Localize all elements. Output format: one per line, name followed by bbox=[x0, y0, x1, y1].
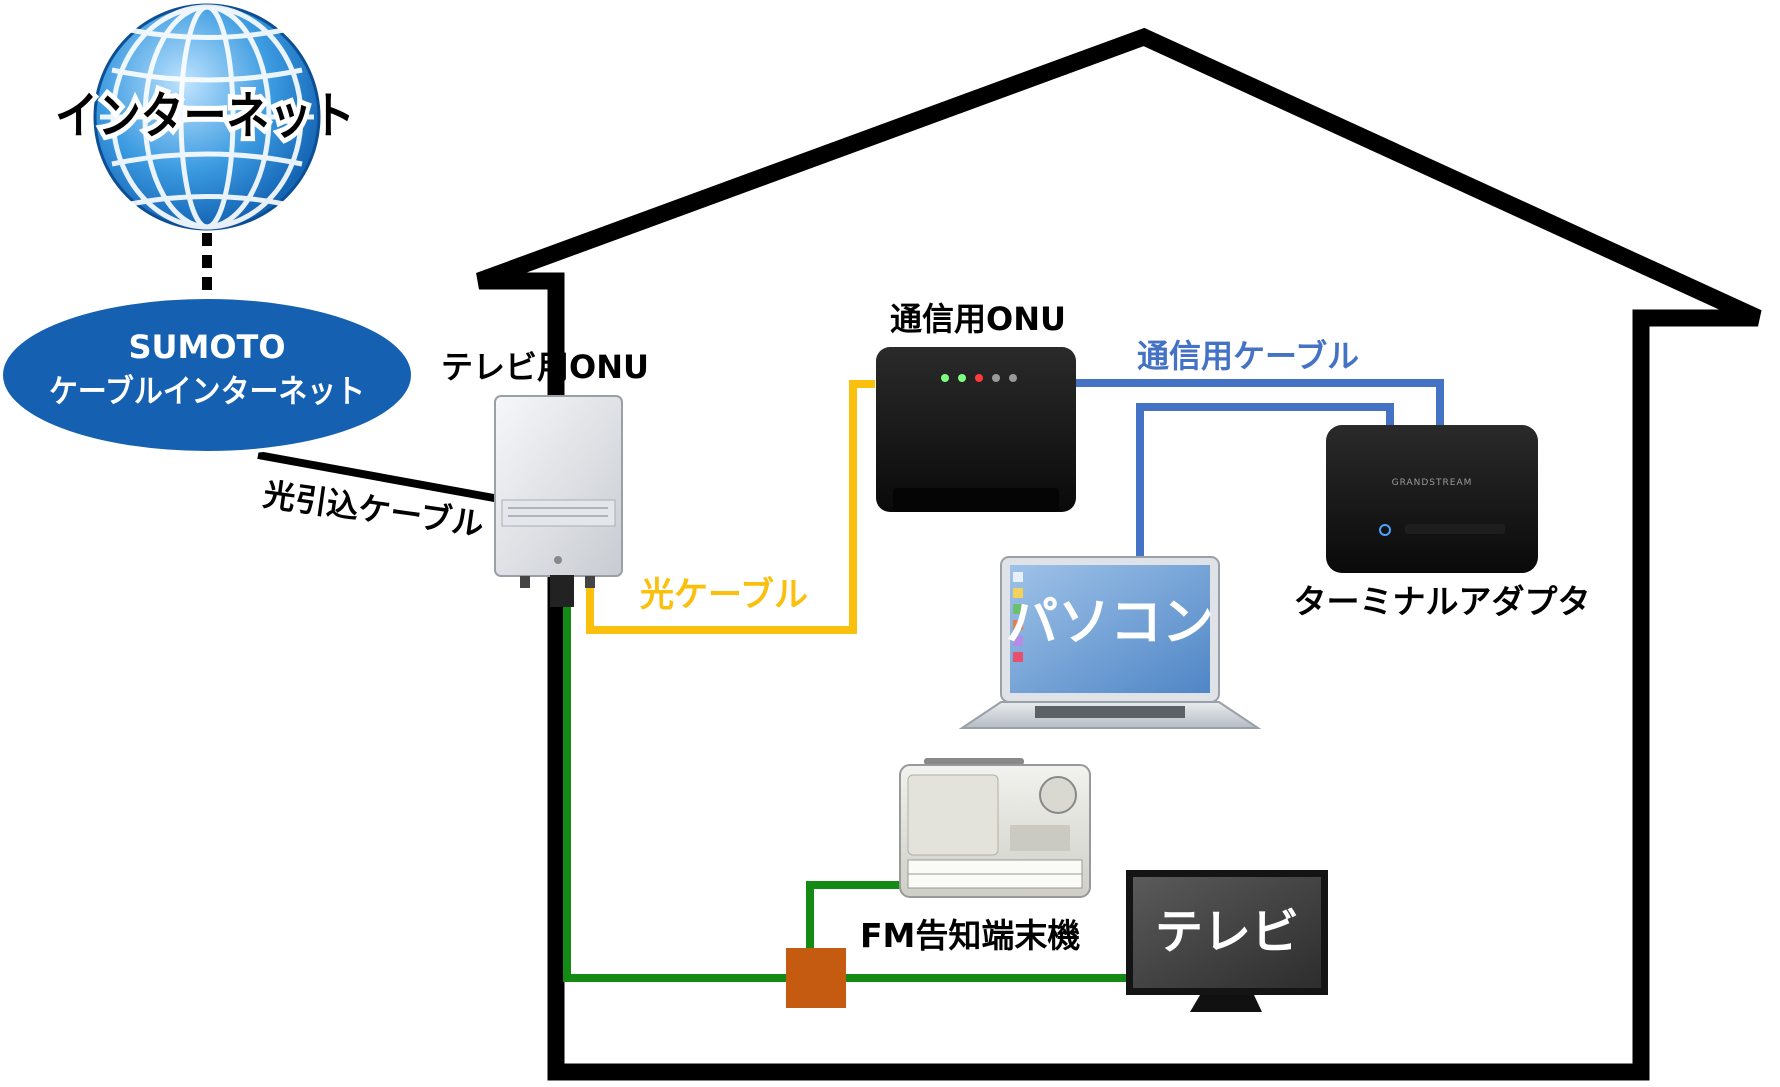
tv-label: テレビ bbox=[1155, 904, 1299, 960]
terminal-adapter-label: ターミナルアダプタ bbox=[1294, 582, 1591, 621]
optical-cable bbox=[586, 380, 875, 634]
coax-cable-fm bbox=[806, 881, 900, 978]
comm-onu-label: 通信用ONU bbox=[890, 300, 1066, 338]
drop-cable-line bbox=[257, 451, 506, 504]
tv-onu-label: テレビ用ONU bbox=[441, 348, 649, 386]
provider-name-line2: ケーブルインターネット bbox=[49, 372, 365, 410]
router-icon bbox=[876, 347, 1076, 512]
cloud-ellipse bbox=[0, 295, 415, 455]
comm-cable-to-onu bbox=[1070, 379, 1444, 425]
radio-icon bbox=[899, 758, 1091, 898]
coax-cable-main bbox=[563, 600, 1128, 982]
comm-cable-to-pc bbox=[1136, 403, 1394, 560]
globe-icon bbox=[93, 3, 321, 231]
laptop-icon bbox=[958, 556, 1262, 729]
provider-name-line1: SUMOTO bbox=[128, 328, 285, 366]
adapter-brand: GRANDSTREAM bbox=[1392, 478, 1473, 488]
comm-cable-label: 通信用ケーブル bbox=[1137, 337, 1359, 375]
pc-label: パソコン bbox=[1006, 593, 1214, 653]
splitter-icon bbox=[786, 948, 846, 1008]
optical-cable-label: 光ケーブル bbox=[640, 575, 808, 615]
fm-terminal-label: FM告知端末機 bbox=[860, 916, 1080, 955]
onu-box-icon bbox=[494, 395, 623, 607]
internet-label: インターネット bbox=[55, 87, 355, 145]
house-outline bbox=[476, 27, 1762, 1081]
adapter-icon: GRANDSTREAM bbox=[1326, 425, 1538, 573]
drop-cable-label: 光引込ケーブル bbox=[261, 475, 486, 544]
tv-icon bbox=[1126, 870, 1328, 1012]
